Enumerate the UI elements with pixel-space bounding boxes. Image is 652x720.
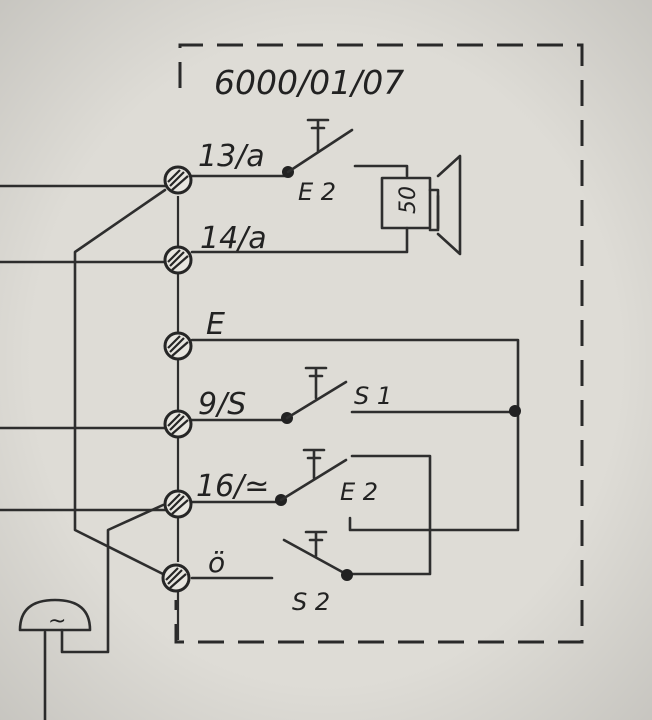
terminal-label-13a: 13/a <box>198 139 265 174</box>
terminal-9s <box>163 409 193 439</box>
terminal-14a <box>163 245 193 275</box>
terminal-label-e: E <box>206 307 225 342</box>
switch-label-e2-top: E 2 <box>298 178 336 206</box>
component-value: 50 <box>396 186 421 214</box>
switch-label-e2-mid: E 2 <box>340 478 378 506</box>
terminal-oe <box>161 563 191 593</box>
terminal-label-16: 16/≃ <box>196 469 269 504</box>
diagram-title: 6000/01/07 <box>214 63 404 102</box>
terminal-13a <box>163 165 193 195</box>
terminal-label-9s: 9/S <box>198 387 246 422</box>
bell-symbol: ~ <box>48 609 66 634</box>
terminal-label-oe: ö <box>208 546 225 579</box>
switch-label-s1: S 1 <box>354 382 392 410</box>
terminal-label-14a: 14/a <box>200 221 267 256</box>
terminal-16 <box>163 489 193 519</box>
terminal-e <box>163 331 193 361</box>
switch-label-s2: S 2 <box>292 588 330 616</box>
